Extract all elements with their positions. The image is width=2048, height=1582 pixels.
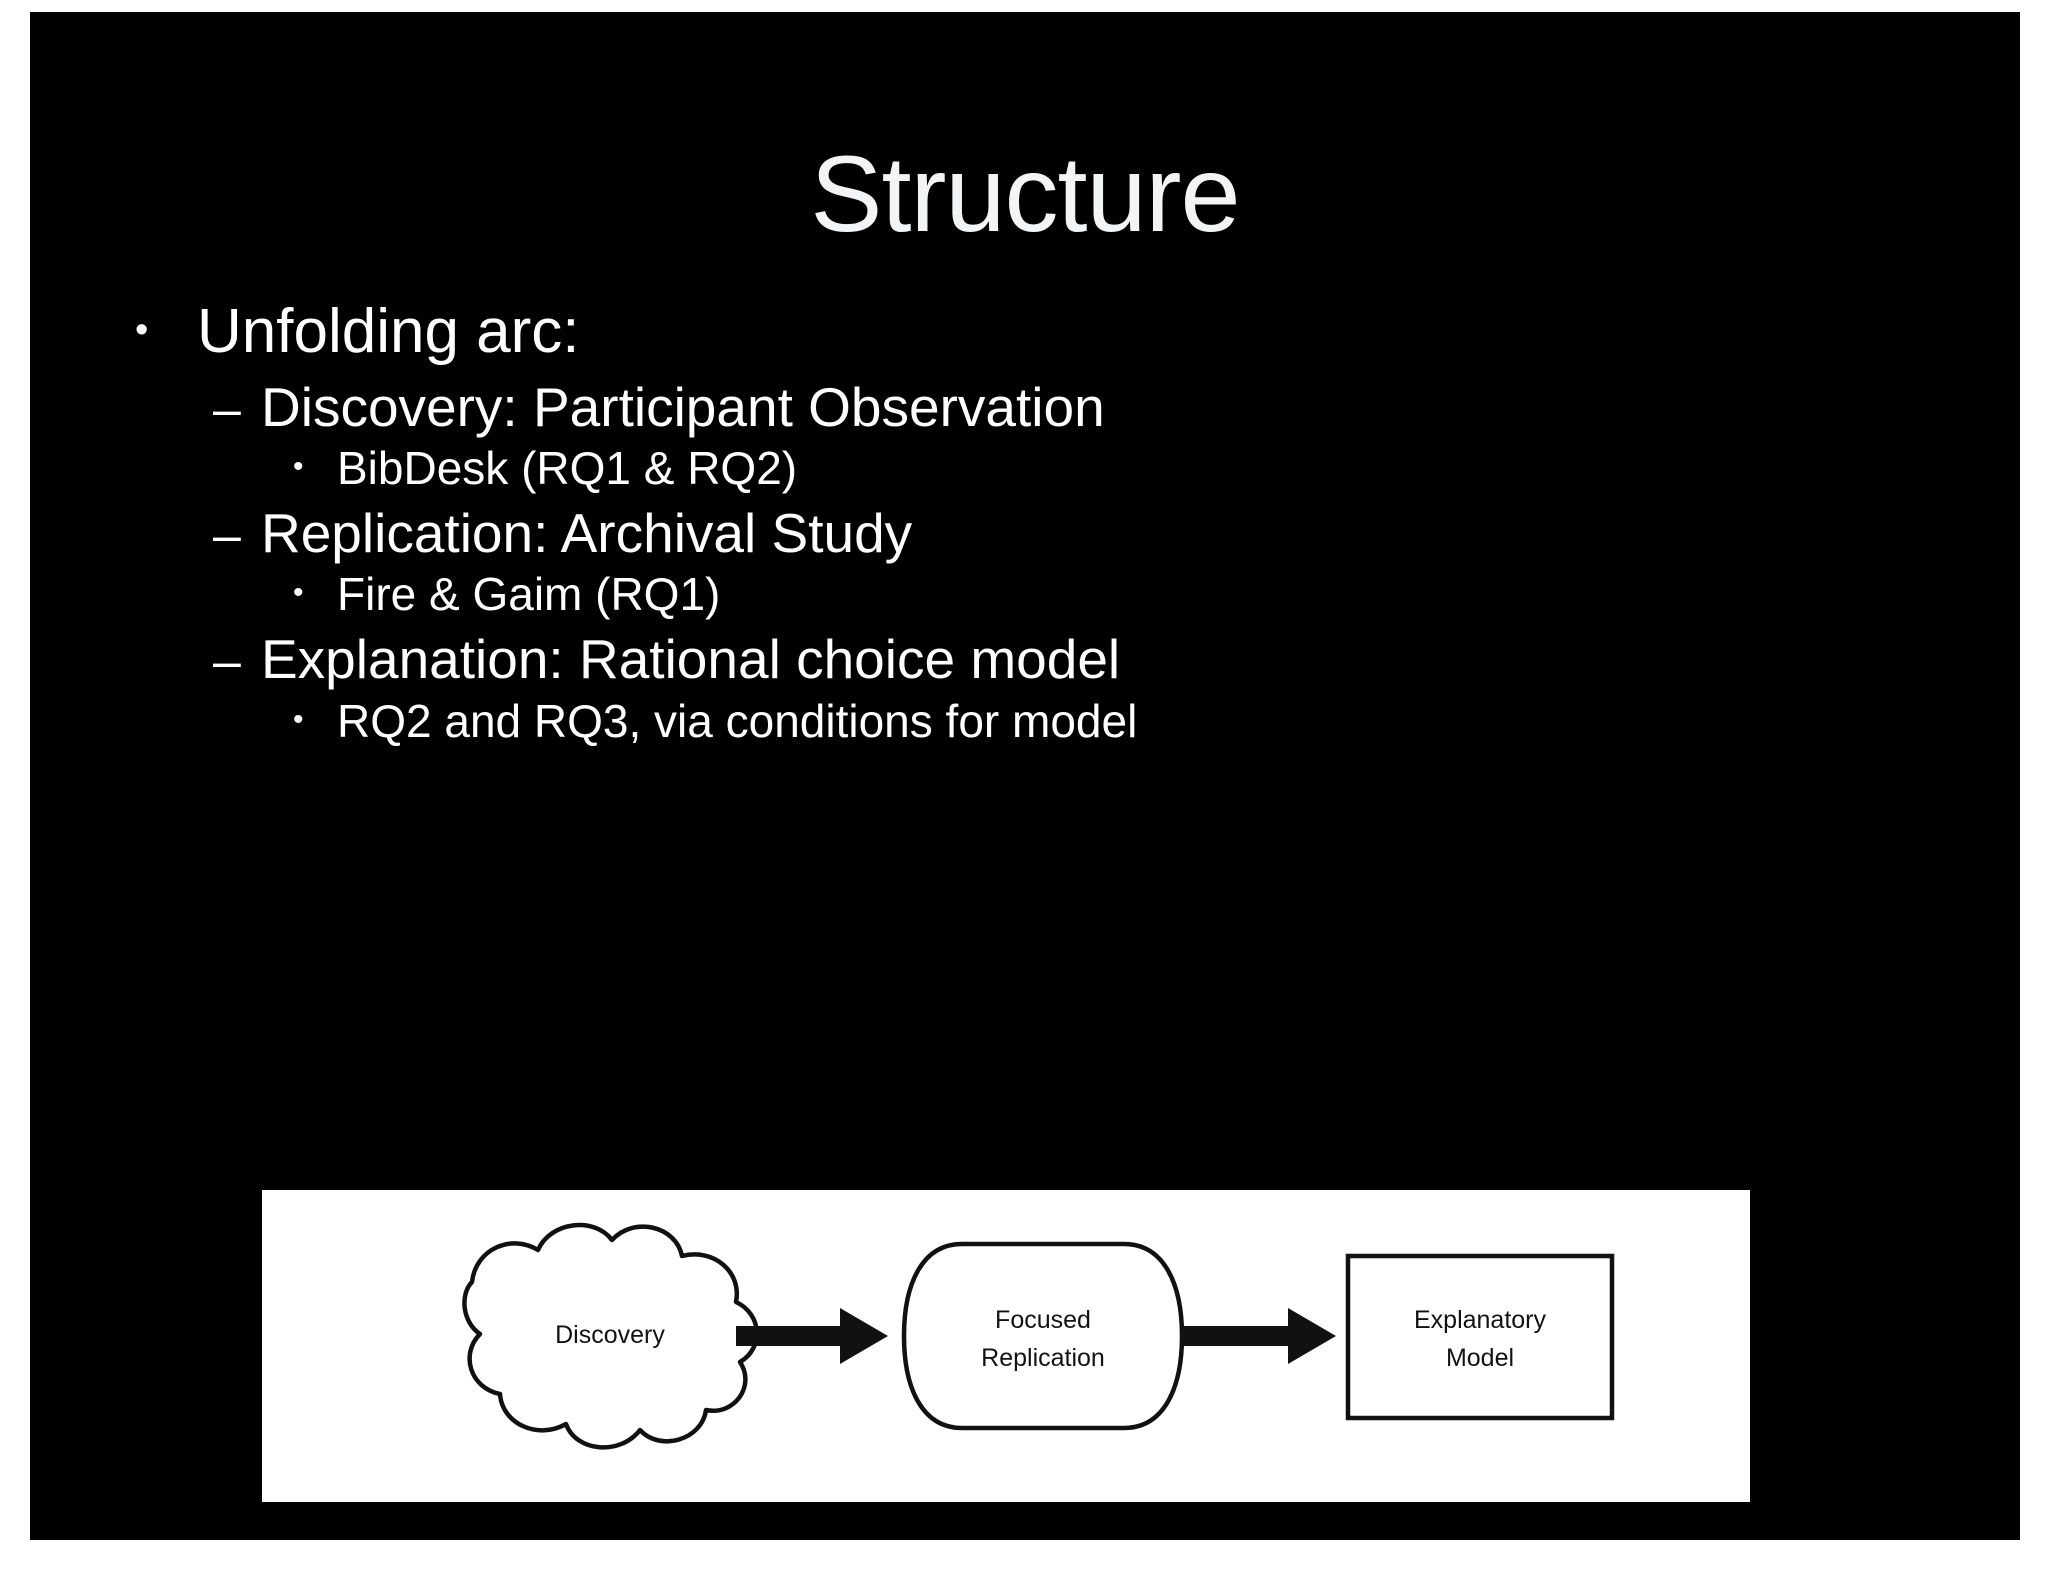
outline-item-unfolding-arc: • Unfolding arc: <box>135 294 1925 370</box>
outline-item-label: Discovery: Participant Observation <box>261 375 1105 438</box>
outline-item-replication: – Replication: Archival Study <box>213 502 1925 566</box>
outline-item-discovery: – Discovery: Participant Observation <box>213 376 1925 440</box>
slide-surface: Structure • Unfolding arc: – Discovery: … <box>30 12 2020 1540</box>
arrow-discovery-to-replication <box>736 1308 888 1364</box>
bullet-dot-icon: • <box>293 576 304 610</box>
bullet-dash-icon: – <box>213 506 241 563</box>
bullet-dash-icon: – <box>213 632 241 689</box>
outline-item-label: Replication: Archival Study <box>261 501 913 564</box>
node-discovery-label: Discovery <box>555 1321 665 1349</box>
outline-item-fire-gaim: • Fire & Gaim (RQ1) <box>293 567 1925 621</box>
node-focused-replication-label-line2: Replication <box>981 1344 1105 1372</box>
node-discovery: Discovery <box>462 1222 759 1450</box>
bullet-dot-icon: • <box>293 702 304 736</box>
slide-body-outline: • Unfolding arc: – Discovery: Participan… <box>135 294 1925 754</box>
outline-item-rq2-rq3: • RQ2 and RQ3, via conditions for model <box>293 694 1925 748</box>
node-focused-replication: Focused Replication <box>901 1241 1185 1431</box>
outline-item-label: Explanation: Rational choice model <box>261 627 1121 690</box>
outline-item-label: Fire & Gaim (RQ1) <box>337 568 721 621</box>
outline-item-explanation: – Explanation: Rational choice model <box>213 628 1925 692</box>
outline-item-label: BibDesk (RQ1 & RQ2) <box>337 442 798 495</box>
page-title: Structure <box>810 133 1240 254</box>
bullet-dot-icon: • <box>135 309 149 351</box>
bullet-dot-icon: • <box>293 450 304 484</box>
bullet-dash-icon: – <box>213 380 241 437</box>
outline-item-bibdesk: • BibDesk (RQ1 & RQ2) <box>293 441 1925 495</box>
diagram-panel: Discovery Focused Replication <box>262 1190 1750 1502</box>
node-explanatory-model-label-line2: Model <box>1446 1344 1514 1372</box>
node-explanatory-model-label-line1: Explanatory <box>1414 1306 1547 1334</box>
outline-item-label: Unfolding arc: <box>197 297 580 366</box>
node-explanatory-model: Explanatory Model <box>1345 1253 1615 1421</box>
node-focused-replication-label-line1: Focused <box>995 1306 1091 1334</box>
research-flow-diagram: Discovery Focused Replication <box>462 1222 1615 1450</box>
outline-item-label: RQ2 and RQ3, via conditions for model <box>337 694 1138 747</box>
arrow-replication-to-model <box>1182 1308 1336 1364</box>
